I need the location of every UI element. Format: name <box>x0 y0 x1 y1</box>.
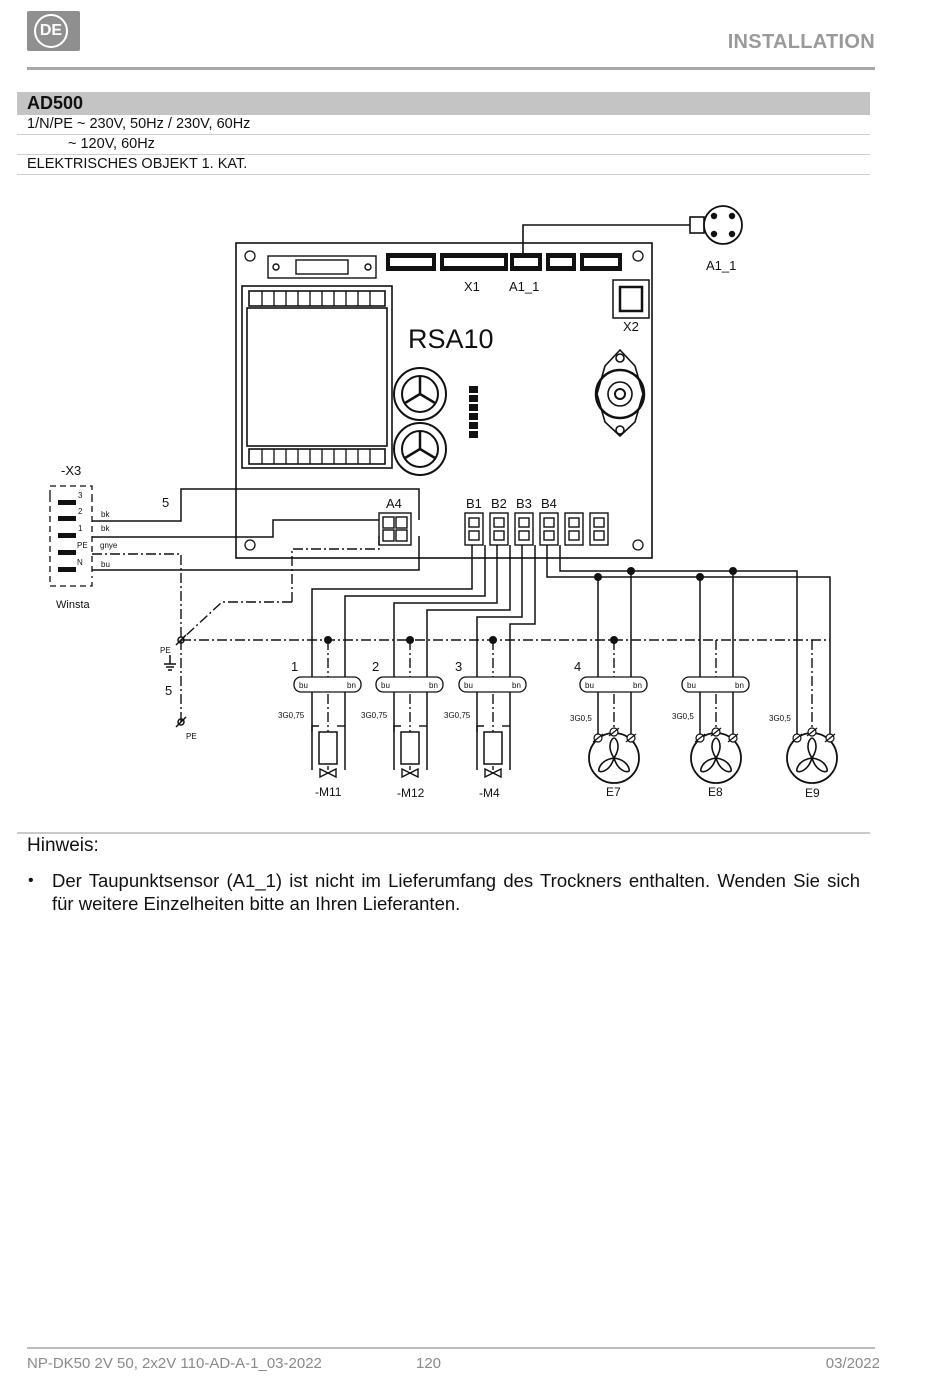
model-title-bar: AD500 <box>17 92 870 115</box>
language-badge: DE <box>27 11 80 51</box>
wire-color: bu <box>101 560 110 569</box>
cable-wire-right: bn <box>429 681 438 690</box>
cable-wire-right: bn <box>512 681 521 690</box>
connector-label-a1-1: A1_1 <box>509 279 539 294</box>
cable-wire-right: bn <box>347 681 356 690</box>
valve-coil-m12 <box>400 731 420 765</box>
ground-label-top: PE <box>160 646 171 655</box>
terminal-maker: Winsta <box>56 599 91 611</box>
connector-label-x2: X2 <box>623 319 639 334</box>
spec-text: ~ 120V, 60Hz <box>68 136 155 152</box>
cable-number: 1 <box>291 659 298 674</box>
spec-text: 1/N/PE ~ 230V, 50Hz / 230V, 60Hz <box>27 116 251 132</box>
cable-spec: 3G0,5 <box>769 714 791 723</box>
device-label-m12: -M12 <box>397 786 425 800</box>
note-bullet: • <box>28 872 34 889</box>
cable-wire-left: bu <box>299 681 308 690</box>
section-title: INSTALLATION <box>727 31 875 53</box>
cable-spec: 3G0,75 <box>278 711 305 720</box>
ground-cable-number: 5 <box>165 683 172 698</box>
cable-number: 3 <box>455 659 462 674</box>
terminal-pin: N <box>77 558 83 567</box>
ground-label-bottom: PE <box>186 732 197 741</box>
mains-cable-number: 5 <box>162 495 169 510</box>
terminal-pin: 1 <box>78 524 83 533</box>
cable-wire-left: bu <box>464 681 473 690</box>
cable-wire-right: bn <box>633 681 642 690</box>
cable-number: 2 <box>372 659 379 674</box>
device-label-e8: E8 <box>708 785 723 799</box>
wiring-diagram: RSA10 X1 A1_1 X2 A1_1 A4 B1 B2 B3 B4 -X3… <box>0 180 950 820</box>
terminal-name: -X3 <box>61 463 81 478</box>
control-board <box>235 242 653 559</box>
cable-wire-left: bu <box>687 681 696 690</box>
transformer <box>241 285 393 469</box>
footer-page-number: 120 <box>416 1355 442 1372</box>
cable-spec: 3G0,5 <box>672 712 694 721</box>
terminal-pin: PE <box>77 541 88 550</box>
board-name: RSA10 <box>408 324 494 354</box>
cable-spec: 3G0,75 <box>361 711 388 720</box>
connector-label-x1: X1 <box>464 279 480 294</box>
wire-color: bk <box>101 510 110 519</box>
terminal-pin: 3 <box>78 491 83 500</box>
connector-label-b2: B2 <box>491 496 507 511</box>
valve-coil-m11 <box>318 731 338 765</box>
cable-number: 4 <box>574 659 581 674</box>
cable-spec: 3G0,75 <box>444 711 471 720</box>
buzzer <box>594 348 646 438</box>
cable-wire-left: bu <box>585 681 594 690</box>
footer-date: 03/2022 <box>825 1355 880 1372</box>
connector-label-b1: B1 <box>466 496 482 511</box>
notes-divider <box>17 832 870 834</box>
device-label-e7: E7 <box>606 785 621 799</box>
device-label-m11: -M11 <box>315 785 342 799</box>
notes-heading: Hinweis: <box>27 835 99 856</box>
connector-label-b4: B4 <box>541 496 557 511</box>
header-divider <box>27 67 875 70</box>
connector-label-b3: B3 <box>516 496 532 511</box>
cable-wire-left: bu <box>381 681 390 690</box>
connector-label-a4: A4 <box>386 496 402 511</box>
language-badge-label: DE <box>34 14 68 48</box>
footer-divider <box>27 1347 875 1349</box>
dewpoint-sensor <box>703 205 743 245</box>
spec-text: ELEKTRISCHES OBJEKT 1. KAT. <box>27 156 248 172</box>
wire-color: gnye <box>100 541 118 550</box>
model-title: AD500 <box>27 93 84 113</box>
device-label-m4: -M4 <box>479 786 500 800</box>
valve-coil-m4 <box>483 731 503 765</box>
cable-wire-right: bn <box>735 681 744 690</box>
device-label-e9: E9 <box>805 786 820 800</box>
spec-row: 1/N/PE ~ 230V, 50Hz / 230V, 60Hz <box>17 115 870 135</box>
terminal-pin: 2 <box>78 507 83 516</box>
footer-doc-id: NP-DK50 2V 50, 2x2V 110-AD-A-1_03-2022 <box>27 1355 322 1372</box>
cable-spec: 3G0,5 <box>570 714 592 723</box>
sensor-label-a1-1: A1_1 <box>706 258 736 273</box>
spec-row: ELEKTRISCHES OBJEKT 1. KAT. <box>17 155 870 175</box>
note-text: Der Taupunktsensor (A1_1) ist nicht im L… <box>52 870 860 914</box>
ribbon-connector <box>267 255 377 279</box>
spec-row: ~ 120V, 60Hz <box>17 135 870 155</box>
wire-color: bk <box>101 524 110 533</box>
